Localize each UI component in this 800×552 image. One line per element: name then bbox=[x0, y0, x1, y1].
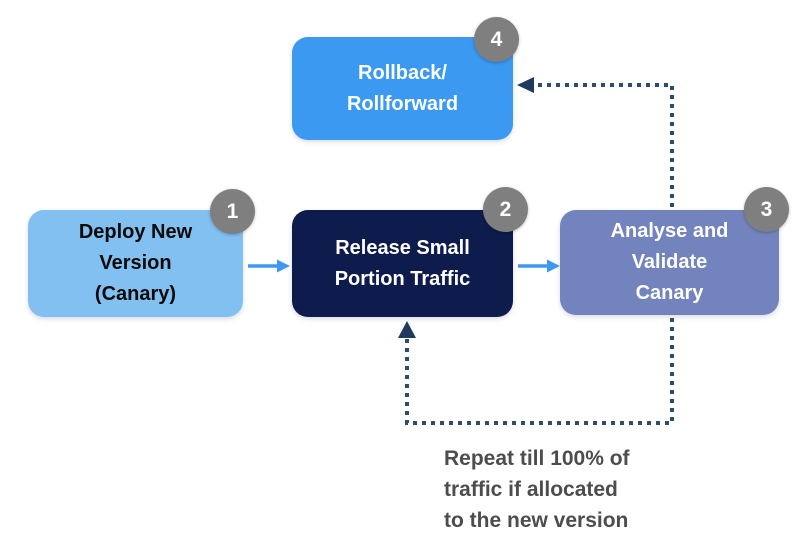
repeat-loop-caption: Repeat till 100% of traffic if allocated… bbox=[444, 447, 630, 532]
step-number-3: 3 bbox=[760, 197, 773, 221]
step-number-1: 1 bbox=[226, 199, 239, 223]
box-deploy-new-version-label: Deploy New Version (Canary) bbox=[78, 221, 193, 305]
dotted-arrow-step3-to-step4-icon bbox=[517, 77, 674, 207]
box-analyse-and-validate-canary: Analyse and Validate Canary bbox=[560, 210, 779, 315]
solid-arrow-step1-to-step2-icon bbox=[248, 259, 290, 273]
solid-arrow-step2-to-step3-icon bbox=[518, 259, 560, 273]
step-number-4: 4 bbox=[490, 27, 503, 51]
box-analyse-and-validate-canary-label: Analyse and Validate Canary bbox=[610, 220, 729, 304]
box-rollback-rollforward-label: Rollback/ Rollforward bbox=[346, 61, 459, 115]
step-number-badge-2: 2 bbox=[483, 187, 528, 232]
step-number-badge-1: 1 bbox=[210, 189, 255, 234]
step-number-2: 2 bbox=[499, 197, 512, 221]
box-release-small-portion-traffic-label: Release Small Portion Traffic bbox=[334, 236, 471, 290]
box-deploy-new-version: Deploy New Version (Canary) bbox=[28, 210, 243, 317]
box-release-small-portion-traffic: Release Small Portion Traffic bbox=[292, 210, 513, 317]
step-number-badge-4: 4 bbox=[474, 17, 519, 62]
step-number-badge-3: 3 bbox=[744, 187, 789, 232]
box-rollback-rollforward: Rollback/ Rollforward bbox=[292, 37, 513, 140]
dotted-arrow-step3-repeat-to-step2-icon bbox=[398, 318, 674, 425]
